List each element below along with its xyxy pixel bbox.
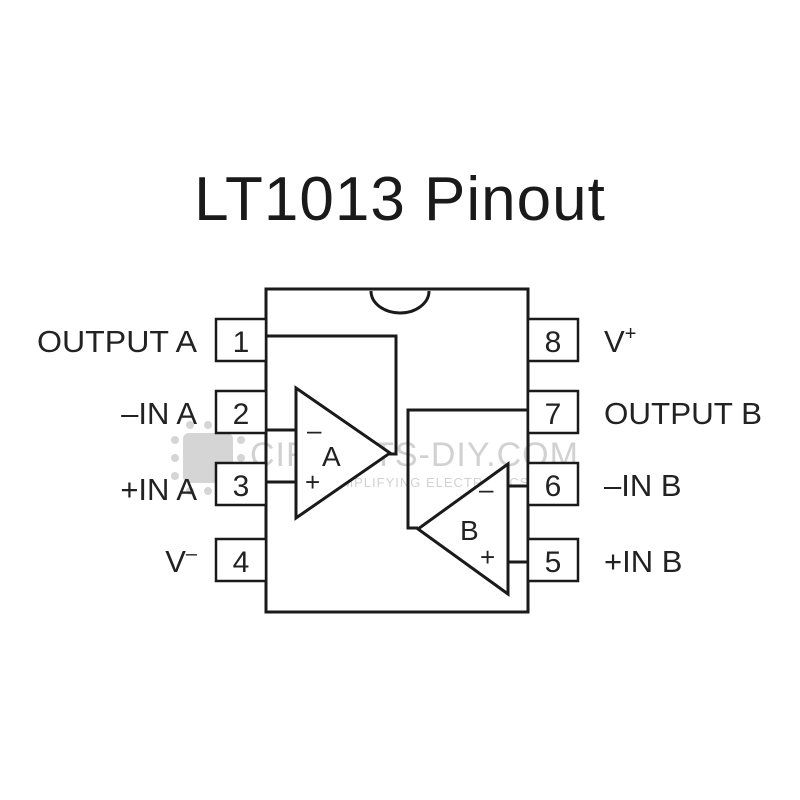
diagram-title: LT1013 Pinout: [194, 165, 606, 234]
pin-box-8: [526, 317, 580, 363]
pin-number-2: 2: [233, 398, 250, 431]
pin-box-7: [526, 389, 580, 435]
internal-wiring: [266, 334, 528, 564]
pin-label-8: V+: [604, 323, 636, 359]
opamp-b-label: B: [460, 515, 479, 546]
pin-label-8-main: V: [604, 324, 625, 359]
pin-label-1: OUTPUT A: [37, 324, 197, 359]
pin-number-1: 1: [233, 326, 250, 359]
opamp-b-noninverting-sign: +: [480, 542, 495, 572]
pin-box-1: [214, 317, 268, 363]
pin-label-4-main: V: [165, 544, 186, 579]
pin-number-7: 7: [545, 398, 562, 431]
opamp-b: B – +: [415, 461, 510, 597]
pin-number-4: 4: [233, 546, 250, 579]
pin-box-6: [526, 461, 580, 507]
pin-number-3: 3: [233, 470, 250, 503]
pin-label-3: +IN A: [120, 472, 197, 507]
opamp-b-triangle: [415, 461, 510, 597]
pin-label-5: +IN B: [604, 544, 682, 579]
pin-box-5: [526, 537, 580, 583]
pin-number-5: 5: [545, 546, 562, 579]
pin-label-6: –IN B: [604, 468, 682, 503]
pin-label-2: –IN A: [121, 396, 197, 431]
pin-number-6: 6: [545, 470, 562, 503]
pin-box-2: [214, 389, 268, 435]
pin-label-4: V–: [165, 543, 198, 579]
ic-package: [264, 287, 530, 614]
opamp-b-inverting-sign: –: [479, 474, 494, 504]
pin-label-4-sup: –: [186, 543, 198, 565]
opamp-a-triangle: [294, 385, 393, 521]
opamp-a: A – +: [294, 385, 393, 521]
pin-box-3: [214, 461, 268, 507]
opamp-a-label: A: [322, 441, 341, 472]
opamp-a-inverting-sign: –: [307, 415, 322, 445]
orientation-notch: [369, 290, 431, 315]
pin-box-4: [214, 537, 268, 583]
opamp-a-noninverting-sign: +: [305, 467, 320, 497]
pin-number-8: 8: [545, 326, 562, 359]
pin-label-8-sup: +: [625, 323, 637, 345]
pin-label-7: OUTPUT B: [604, 396, 762, 431]
